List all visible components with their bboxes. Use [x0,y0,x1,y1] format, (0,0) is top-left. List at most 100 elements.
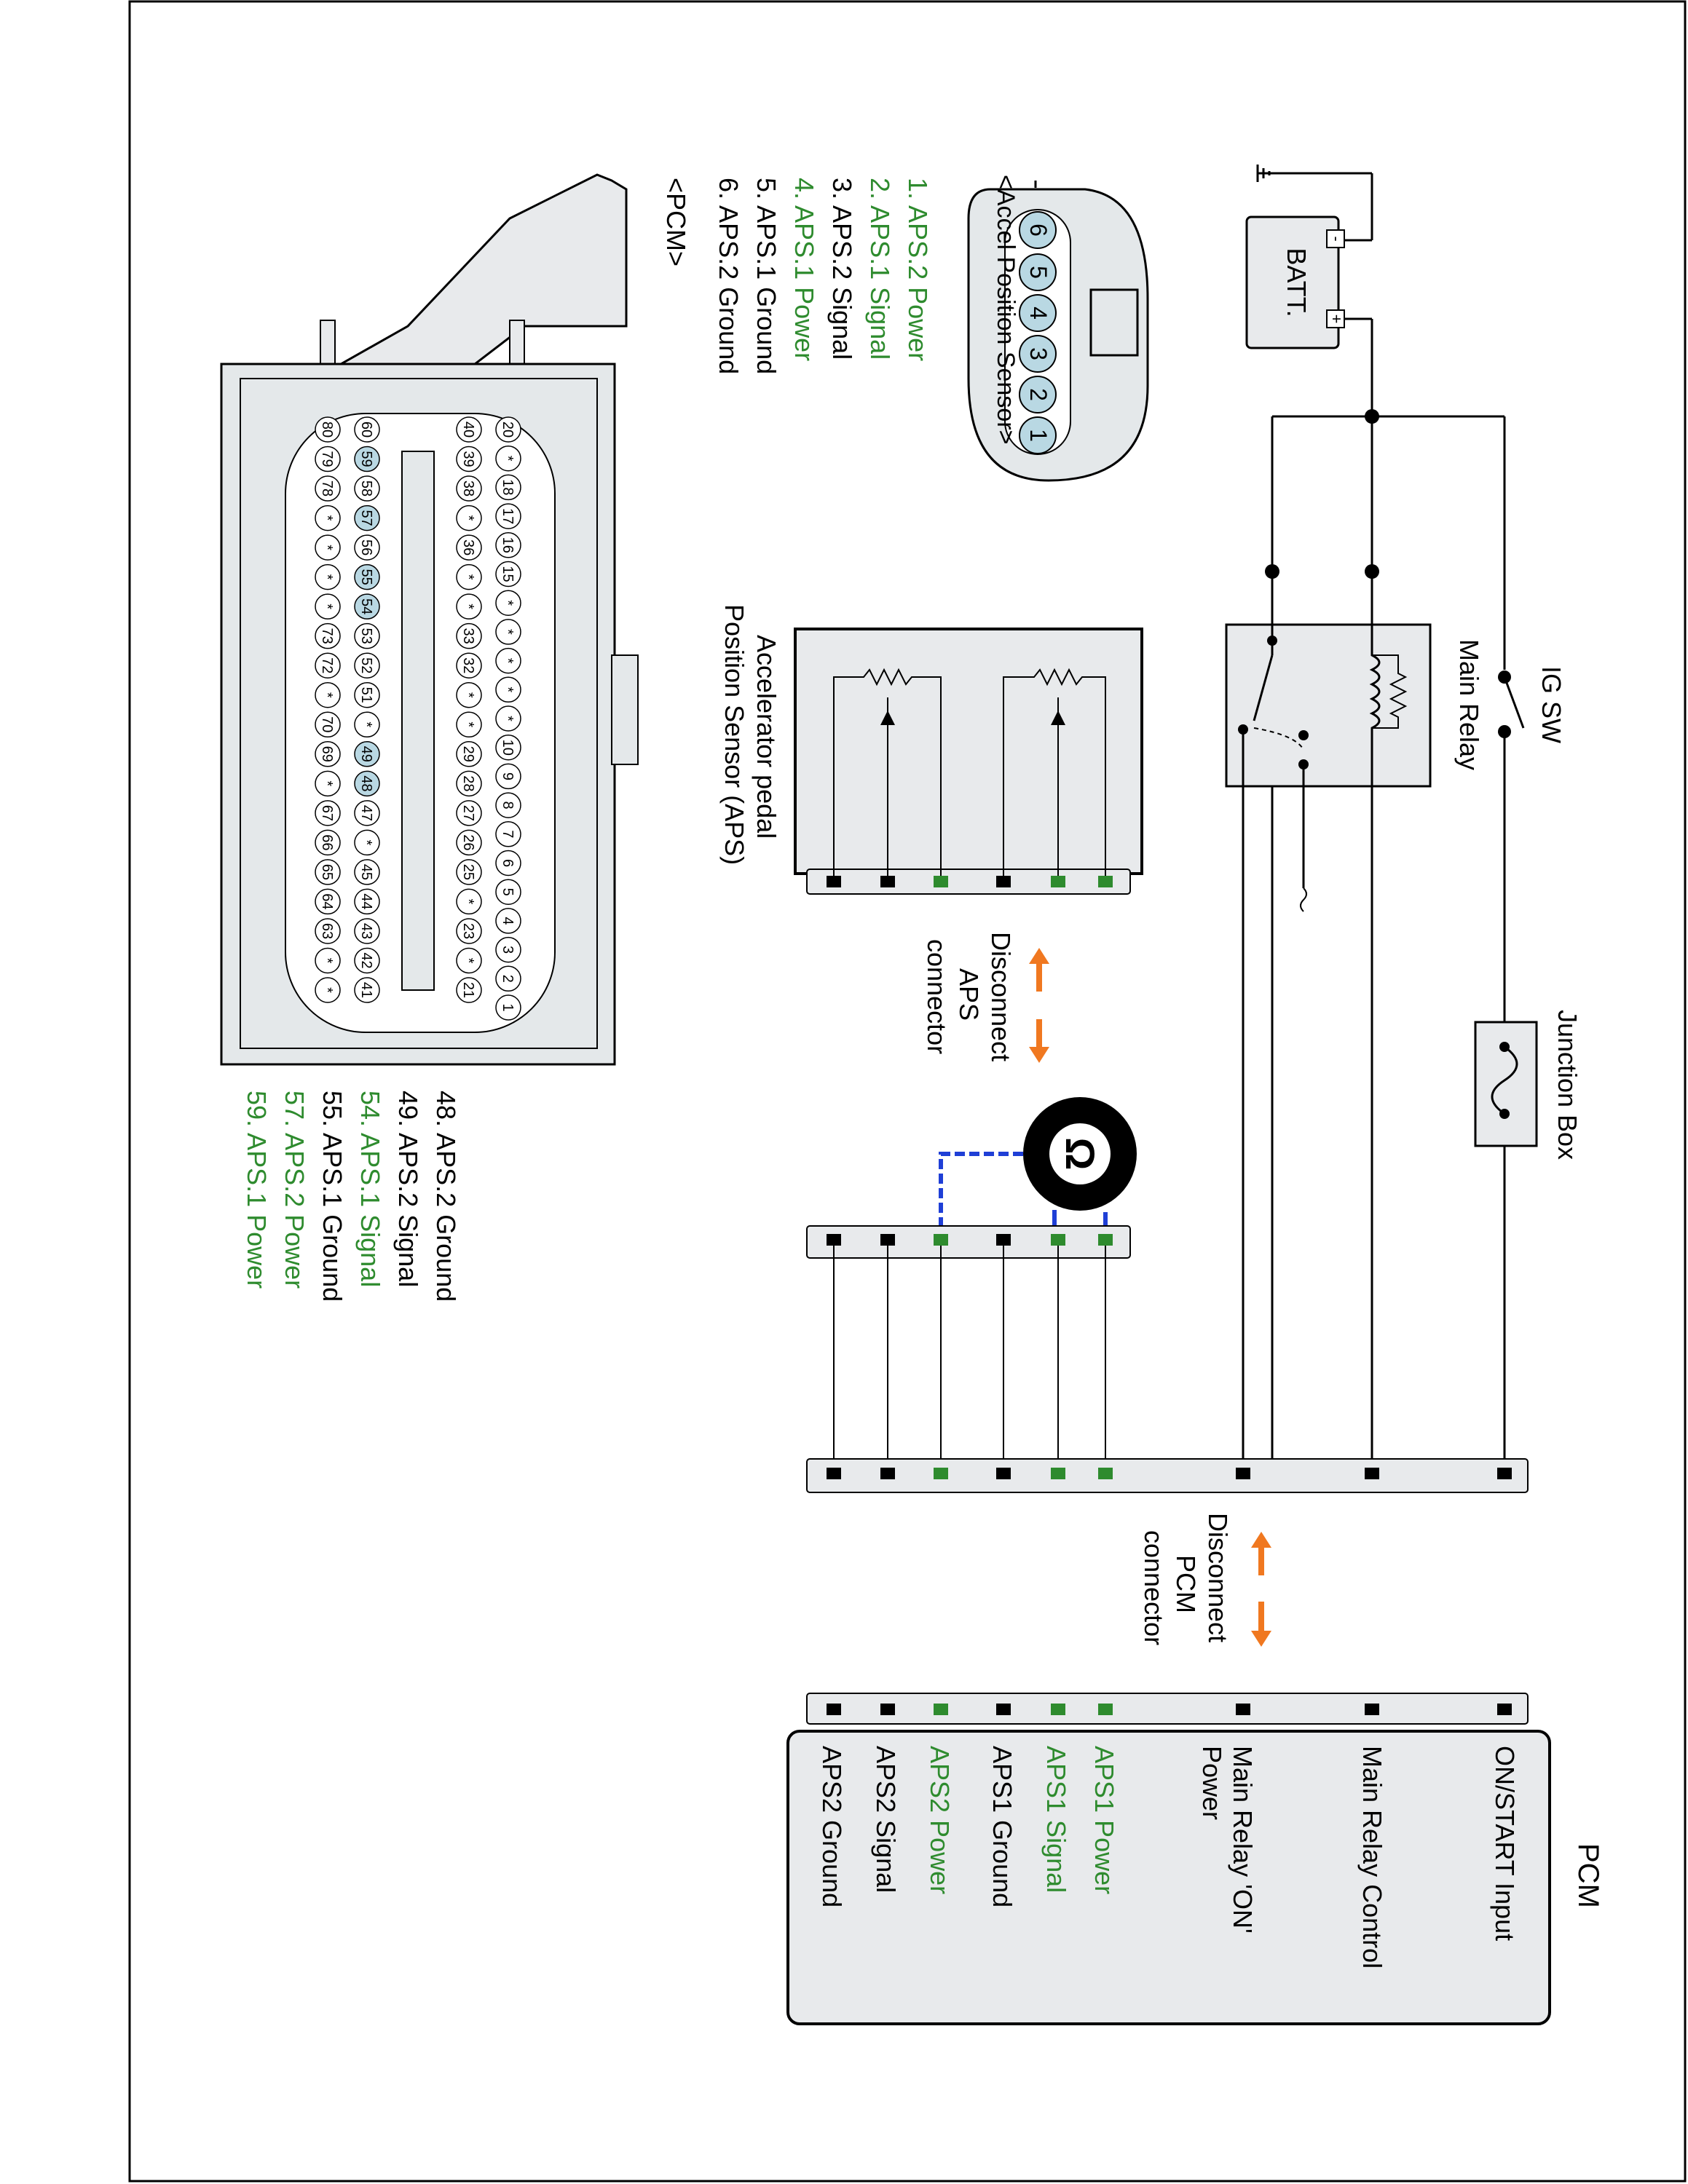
pcm-pin-circle [495,590,521,616]
pcm-pin-circle [354,681,380,708]
pcm-pin-number: 16 [500,537,516,553]
pcm-pin-number: 38 [460,480,476,496]
pcm-pin-circle [495,792,521,818]
pcm-pin-circle [315,563,341,590]
pcm-pin-circle [456,622,482,649]
pcm-pin-circle [315,888,341,915]
pcm-pin-circle [495,561,521,587]
pcm-pin-circle [354,446,380,472]
pcm-pin-number: 40 [460,422,476,438]
battery-minus: - [1328,236,1346,241]
pcm-pin-number: 43 [358,923,374,939]
pcm-pin-circle [495,763,521,790]
aps-pin-number: 2 [1025,388,1052,401]
pcm-pin-circle [495,705,521,732]
aps-pin-3: 3. APS.2 Signal [827,178,857,360]
pcm-pin-57: 57. APS.2 Power [280,1091,309,1289]
pcm-pin-circle [456,859,482,885]
pcm-disconnect-1: Disconnect [1203,1513,1233,1642]
pcm-pin-number: 4 [500,917,516,925]
pcm-module: PCM ON/START Input Main Relay Control Ma… [786,1693,1604,2025]
pcm-pin-number: 79 [319,451,335,467]
pcm-pin-number: 41 [358,982,374,998]
junction-box: Junction Box [1474,1010,1582,1160]
pcm-pin-number: 25 [460,864,476,880]
pcm-pin-circle [495,619,521,645]
pcm-pin-circle [456,918,482,944]
pcm-pin-circle [456,652,482,678]
pcm-pin-number: 53 [358,628,374,644]
aps-component: Accelerator pedal Position Sensor (APS) [719,604,1143,895]
pcm-pin-number: * [500,658,516,664]
pcm-pin-number: * [460,574,476,580]
main-relay-label: Main Relay [1454,639,1484,770]
aps-disconnect-3: connector [922,939,952,1054]
pcm-pin-number: 8 [500,802,516,810]
pcm-pin-number: 9 [500,772,516,780]
pcm-pin-number: 5 [500,888,516,896]
pcm-pin-circle [456,711,482,738]
pcm-pin-number: * [460,958,476,964]
pcm-pin-number: 54 [358,598,374,614]
pcm-pin-number: 26 [460,834,476,850]
pcm-pin-number: 6 [500,859,516,867]
pcm-terminal-labels: ON/START Input Main Relay Control Main R… [817,1746,1520,1969]
pcm-title: PCM [1572,1843,1604,1908]
pcm-pin-number: 78 [319,480,335,496]
pcm-pin-circle [354,888,380,915]
pcm-pin-circle [315,446,341,472]
pcm-pin-number: * [500,687,516,692]
aps-pin-number: 3 [1025,347,1052,360]
aps-pin-6: 6. APS.2 Ground [714,178,744,374]
arrow-down-icon [1029,1019,1049,1063]
pcm-pin-circle [315,681,341,708]
pcm-pin-number: * [319,604,335,609]
pcm-pin-circle [354,800,380,826]
aps-pin-number: 5 [1025,266,1052,279]
aps-disconnect: Disconnect APS connector [922,932,1049,1063]
aps-connector-title: <Accel Position Sensor> [992,175,1019,444]
pcm-pin-number: 39 [460,451,476,467]
pcm-pin-number: 70 [319,716,335,732]
aps-component-label-1: Accelerator pedal [752,635,781,839]
pcm-pin-circle [495,676,521,703]
pcm-pin-number: 58 [358,480,374,496]
pcm-pin-circle [315,829,341,856]
page-diagram: - + BATT. IG SW [220,165,1604,2025]
pcm-pin-circle [495,647,521,674]
aps-disconnect-1: Disconnect [986,932,1016,1061]
pcm-pin-number: 36 [460,539,476,555]
pcm-pin-number: * [500,600,516,606]
pcm-pin-number: 3 [500,946,516,954]
pcm-pin-number: 15 [500,566,516,582]
pcm-pin-circle [456,977,482,1003]
pcm-pin-number: * [319,515,335,521]
pcm-pin-circle [354,622,380,649]
pcm-pin-circle [354,977,380,1003]
pcm-pin-circle [354,534,380,561]
pcm-pin-number: * [358,721,374,727]
pcm-pin-number: 47 [358,805,374,821]
aps-pin-number: 6 [1025,223,1052,237]
pcm-pin-circle [456,770,482,797]
battery-plus: + [1328,314,1346,324]
pcm-pin-number: * [460,515,476,521]
pcm-pin-circle [354,593,380,620]
pcm-pin-number: 63 [319,923,335,939]
pcm-pin-circle [495,965,521,992]
pcm-pin-number: 20 [500,422,516,438]
pcm-pin-54: 54. APS.1 Signal [355,1091,385,1287]
pcm-pin-circle [354,918,380,944]
pcm-pin-list: 48. APS.2 Ground 49. APS.2 Signal 54. AP… [242,1091,461,1302]
pcm-pin-circle [315,770,341,797]
pcm-pin-circle [456,947,482,974]
aps-terminals [827,876,1113,887]
pcm-pin-circle [495,503,521,529]
pcm-pin-number: 17 [500,508,516,524]
pcm-pin-circle [495,734,521,761]
pcm-pin-circle [354,741,380,767]
pcm-pin-number: 27 [460,805,476,821]
junction-box-label: Junction Box [1553,1010,1582,1160]
pcm-pin-number: 29 [460,746,476,762]
